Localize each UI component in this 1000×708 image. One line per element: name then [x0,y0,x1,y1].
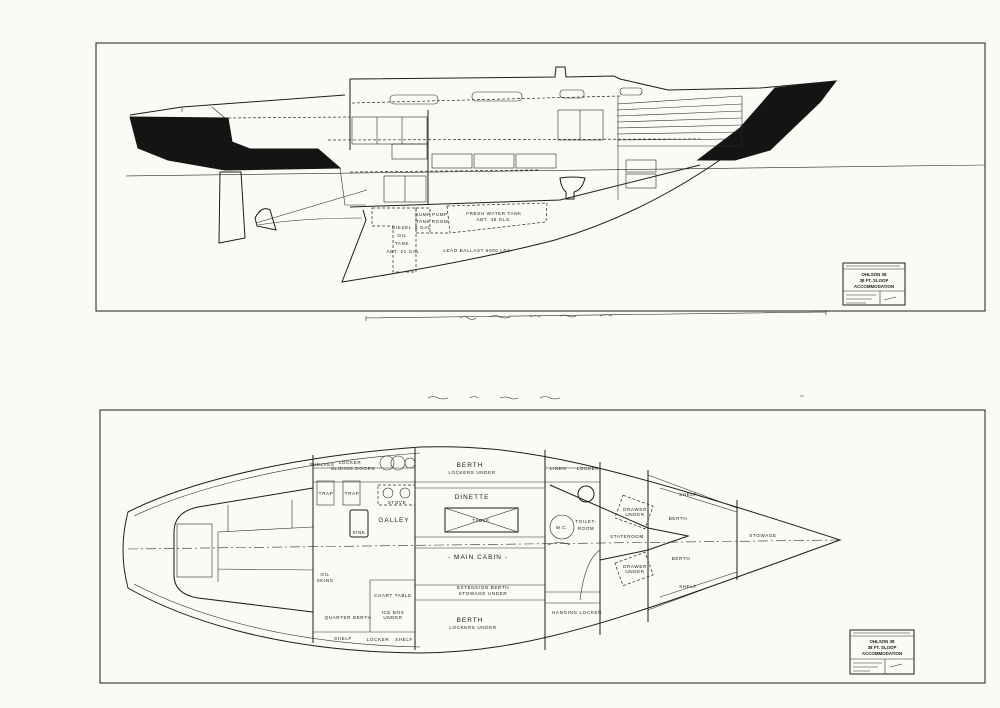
centreline [127,539,841,550]
hull-bottom [341,159,721,283]
profile-view: DIESEL OIL TANK ABT. 21 GAL. SUMP TANK 6… [95,42,986,312]
cockpit [173,487,314,613]
drawer-label: UNDER [625,512,644,517]
plan-view: SHELVES LOCKER SLIDING DOORS BERTH LOCKE… [99,409,986,684]
stove-label: STOVE [388,500,407,505]
title-block-plan: OHLSON 38 38 FT. SLOOP ACCOMMODATION [849,629,915,675]
sump-tank-label: TANK [416,219,431,224]
wc-label: W.C. [556,525,568,530]
pump-room-label: ROOM [432,219,449,224]
cabin-trunk [349,66,837,150]
galley-label: GALLEY [378,517,409,524]
trap-label: TRAP [319,491,334,496]
handwritten-notes [365,310,827,400]
toilet-icon [559,176,586,200]
ice-box-label: ICE BOX [382,610,405,615]
title-name: OHLSON 38 [862,272,887,277]
profile-frame [95,42,986,312]
berth-label: BERTH [457,462,484,469]
waterline [125,164,986,177]
toilet-room-label: ROOM [578,526,595,531]
drawer-label: DRAWER [623,564,647,569]
sink [349,509,369,538]
pump-room-label: PUMP [432,212,448,217]
toilet-room-label: TOILET- [575,519,596,524]
sliding-doors-label: SLIDING DOORS [331,466,375,471]
quarter-berth-label: QUARTER BERTH [325,615,372,620]
sink-label: SINK [352,530,365,535]
shelf-label: SHELF [334,636,352,641]
fore-berth-planking [616,95,743,150]
ice-box-label: UNDER [383,615,402,620]
diesel-tank-label: OIL [397,233,406,238]
berth-label: BERTH [672,556,691,561]
stowage-label: STOWAGE [749,533,776,538]
fresh-water-label: FRESH WATER TANK [466,211,522,216]
shelf-label: SHELF [679,584,697,589]
title-type: 38 FT. SLOOP [860,278,889,283]
diesel-tank-label: DIESEL [392,225,412,230]
wc-icon [549,514,575,540]
diesel-tank-label: ABT. 21 GAL. [386,249,421,254]
bow-topside-fill [696,80,838,161]
drawer-label: UNDER [625,569,644,574]
stern-topside-fill [129,116,342,171]
drawer-label: DRAWER [623,507,647,512]
shelf-label: SHELF [679,492,697,497]
shelves-label: SHELVES [309,462,334,467]
locker-label: LOCKER [339,460,362,465]
title-name: OHLSON 38 [870,639,895,644]
berth-label: BERTH [669,516,688,521]
title-sheet: ACCOMMODATION [862,651,902,656]
hanging-locker-label: HANGING LOCKER [552,610,602,615]
main-cabin-label: - MAIN CABIN - [448,554,508,561]
sump-tank-label: SUMP [415,212,431,217]
locker-circle-icon [379,455,395,471]
locker-label: LOCKER [577,466,600,471]
stowage-under-label: STOWAGE UNDER [459,591,508,596]
diesel-tank [371,207,417,273]
berth-label: BERTH [457,617,484,624]
rudder [218,171,246,244]
trap-label: TRAP [345,491,360,496]
sump-tank [415,207,431,234]
sump-tank-label: 6 GAL [415,225,431,230]
basin-icon [577,485,595,503]
oil-skins-label: OIL [320,572,329,577]
title-type: 38 FT. SLOOP [868,645,897,650]
shelf-label: SHELF [395,637,413,642]
lockers-under-label: LOCKERS UNDER [448,470,495,475]
extension-berth-label: EXTENSION BERTH [457,585,509,590]
lockers-under-label: LOCKERS UNDER [449,625,496,630]
dinette-label: DINETTE [455,494,490,501]
dinette-table [444,507,519,533]
oil-skins-label: SKINS [317,578,334,583]
plan-frame [99,409,986,684]
diesel-tank-label: TANK [395,241,410,246]
title-sheet: ACCOMMODATION [854,284,894,289]
stateroom-label: STATEROOM [610,534,644,539]
locker-label: LOCKER [367,637,390,642]
fresh-water-tank [446,202,548,234]
fresh-water-label: ABT. 48 GLS. [476,217,511,222]
title-block-profile: OHLSON 38 38 FT. SLOOP ACCOMMODATION [842,262,906,306]
chart-table-label: CHART TABLE [374,593,412,598]
table-label: TABLE [472,518,489,523]
stove [377,484,416,506]
ballast-label: LEAD BALLAST 6000 LBS. [443,248,512,253]
linen-label: LINEN [550,466,567,471]
